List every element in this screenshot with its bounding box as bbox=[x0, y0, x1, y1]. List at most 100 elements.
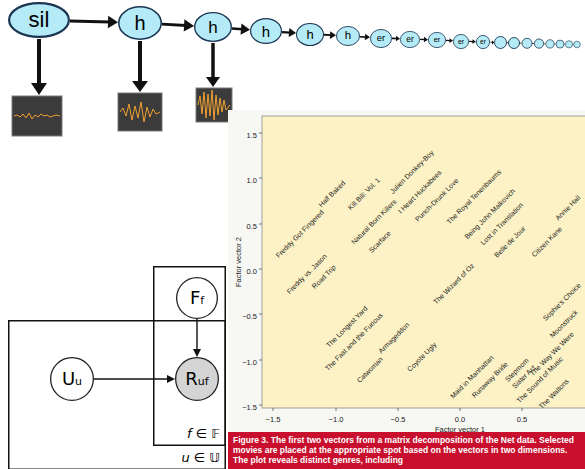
node-label-box: h bbox=[250, 18, 282, 44]
plot-area bbox=[262, 116, 585, 408]
state-label: er bbox=[434, 36, 441, 44]
connector bbox=[324, 31, 336, 39]
movie-title-box: The Longest Yard bbox=[319, 299, 371, 351]
movie-title: Coyote Ugly bbox=[406, 341, 438, 373]
arrowhead bbox=[193, 349, 201, 357]
node-ellipse bbox=[251, 19, 282, 44]
node-ellipse bbox=[336, 26, 359, 45]
caption-box: Figure 3. The first two vectors from a m… bbox=[228, 432, 585, 469]
node-label-box: Ruf bbox=[175, 357, 219, 401]
node-ellipse bbox=[195, 13, 232, 42]
movie-title-box: Half Baked bbox=[312, 174, 349, 211]
node-label-box: er bbox=[476, 35, 490, 49]
node-ellipse bbox=[370, 29, 391, 47]
node-ellipse bbox=[428, 32, 445, 47]
tick-label-box: 0.5 bbox=[247, 215, 257, 233]
node-label-box: h bbox=[296, 23, 324, 46]
emission-arrow bbox=[138, 41, 142, 82]
tick-label: 0.5 bbox=[247, 222, 257, 231]
tick-label-box: −1.5 bbox=[242, 396, 257, 414]
movie-title-box: Annie Hall bbox=[548, 188, 583, 223]
movie-title-box: I Heart Huckabees bbox=[391, 163, 445, 217]
plate: f ∈ 𝔽FfRuf bbox=[153, 266, 226, 446]
emission-arrow bbox=[211, 43, 215, 78]
movie-title-box: Road Trip bbox=[305, 258, 339, 292]
node-label-box: h bbox=[336, 26, 360, 46]
tick-label-box: −1.0 bbox=[329, 408, 344, 426]
variable-label: Ruf bbox=[185, 370, 208, 388]
hmm-state: er bbox=[400, 31, 420, 48]
node-label-box: er bbox=[428, 32, 446, 48]
state-circle bbox=[565, 41, 572, 48]
movie-title: The Wizard of Oz bbox=[432, 262, 475, 305]
state-label: h bbox=[134, 13, 145, 33]
node-ellipse bbox=[176, 358, 219, 401]
state-arrow bbox=[532, 43, 534, 44]
emission-arrowhead bbox=[31, 83, 47, 95]
state-arrow bbox=[564, 44, 565, 45]
node-label-box: Ff bbox=[176, 277, 218, 319]
caption: Figure 3. The first two vectors from a m… bbox=[233, 435, 580, 465]
plate-label: u ∈ 𝕌 bbox=[181, 450, 220, 465]
movie-title: Scarface bbox=[368, 230, 392, 254]
movie-title: The Waltons bbox=[537, 377, 570, 410]
caption-band bbox=[228, 432, 585, 469]
node-label-box: er bbox=[400, 31, 420, 48]
state-circle bbox=[546, 40, 554, 48]
variable-circle: Ff bbox=[176, 277, 218, 319]
node-ellipse bbox=[400, 31, 419, 47]
waveform-box bbox=[118, 93, 162, 131]
connector bbox=[360, 34, 370, 41]
tick-label-box: −1.5 bbox=[266, 408, 281, 426]
connector bbox=[70, 16, 118, 29]
movie-title-box: Freddy Got Fingered bbox=[269, 203, 327, 261]
state-label: er bbox=[377, 33, 385, 43]
node-label-box: h bbox=[118, 6, 162, 40]
connector bbox=[446, 38, 453, 43]
axis-title: Factor vector 2 bbox=[234, 237, 243, 287]
arrowhead bbox=[365, 34, 370, 41]
state-label: h bbox=[208, 19, 217, 36]
node-label-box: er bbox=[453, 34, 469, 49]
state-label: er bbox=[458, 38, 464, 45]
emission-arrowhead bbox=[132, 81, 148, 92]
arrowhead bbox=[108, 16, 118, 29]
hmm-state: sil bbox=[8, 2, 70, 38]
state-circle bbox=[509, 38, 520, 49]
connector bbox=[469, 39, 476, 44]
movie-title: Lost in Translation bbox=[479, 201, 524, 246]
arrowhead bbox=[289, 28, 296, 37]
state-label: er bbox=[406, 35, 414, 44]
connector-line bbox=[70, 21, 110, 22]
variable-circle: Ruf bbox=[175, 357, 219, 401]
state-label: h bbox=[345, 30, 351, 42]
axis-ticks bbox=[259, 133, 522, 411]
tick-label: 1.0 bbox=[247, 176, 257, 185]
emission-arrow bbox=[37, 39, 41, 84]
hmm-state: er bbox=[428, 32, 446, 48]
axis-title-box: Factor vector 2 bbox=[227, 237, 245, 287]
variable-label: Ff bbox=[190, 289, 204, 307]
tick-label: −0.5 bbox=[391, 415, 406, 424]
tick-label-box: 0.0 bbox=[455, 408, 465, 426]
connector bbox=[94, 375, 175, 383]
tick-label: 1.5 bbox=[247, 131, 257, 140]
movie-title-box: The Royal Tenenbaums bbox=[440, 163, 505, 228]
tick-label-box: −1.0 bbox=[242, 351, 257, 369]
figure-panel bbox=[228, 110, 585, 432]
connector bbox=[420, 37, 428, 42]
tick-label-box: 0.0 bbox=[247, 260, 257, 278]
arrowhead bbox=[184, 19, 194, 31]
state-arrow bbox=[520, 43, 522, 44]
state-label: h bbox=[306, 28, 313, 41]
node-label-box: Uu bbox=[50, 357, 94, 401]
movie-title-box: Sophie's Choice bbox=[536, 276, 584, 324]
state-arrow bbox=[544, 43, 546, 44]
hmm-state: er bbox=[476, 35, 490, 49]
waveform bbox=[14, 113, 60, 119]
movie-title-box: The Wizard of Oz bbox=[426, 256, 477, 307]
tick-label: 0.0 bbox=[455, 415, 465, 424]
connector bbox=[232, 24, 250, 35]
connector-line bbox=[162, 24, 186, 25]
